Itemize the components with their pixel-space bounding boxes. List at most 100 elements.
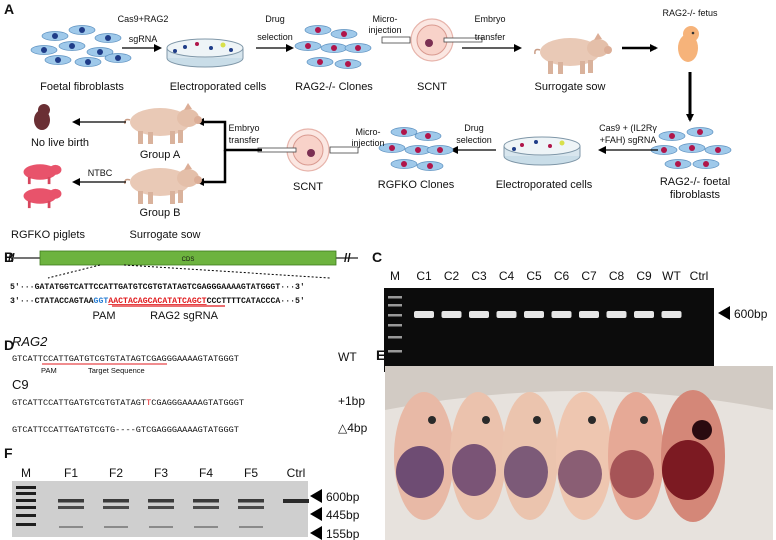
group-b-pig-illustration <box>125 163 202 204</box>
pam-label: PAM <box>92 310 115 322</box>
arrow1-label: Cas9+RAG2 <box>118 14 169 24</box>
panel-label-c: C <box>372 249 382 265</box>
gel-f-ladder-band <box>16 492 36 495</box>
gel-c-band <box>414 311 434 318</box>
rgfko-piglets-illustration <box>24 164 62 208</box>
fetus-illustration <box>678 26 699 62</box>
arrow-to-group-b <box>198 150 225 182</box>
clone-label: C9 <box>12 377 29 392</box>
gel-c-band <box>662 311 682 318</box>
gel-f-arrow-155 <box>310 526 322 540</box>
target-label: Target Sequence <box>88 366 145 375</box>
zoom-line-left <box>48 265 100 278</box>
no-birth-label: No live birth <box>31 137 89 149</box>
gel-f-band <box>238 499 264 503</box>
gel-c <box>384 288 714 372</box>
gel-f-band <box>238 506 264 509</box>
arrow6-label-2: +FAH) sgRNA <box>600 135 657 145</box>
gel-c-lane-label: C2 <box>444 269 460 283</box>
fetus-label: RAG2-/- fetus <box>662 8 718 18</box>
gel-f-band <box>58 499 84 503</box>
deletion-tag: △4bp <box>338 421 368 435</box>
scnt-label: SCNT <box>417 81 447 93</box>
arrow9-label: Embryo <box>228 123 259 133</box>
petri-dish-illustration <box>167 39 243 67</box>
panel-label-e: E <box>376 347 385 363</box>
arrow1-label-2: sgRNA <box>129 34 158 44</box>
scnt-embryo-2-illustration <box>258 129 358 171</box>
gel-f-band <box>104 526 128 528</box>
ins-seq-b: CGAGGGAAAAGTATGGGT <box>151 398 244 408</box>
wt-seq: GTCATTCCATTGATGTCGTGTATAGTCGAGGGAAAAGTAT… <box>12 354 239 364</box>
gel-c-band-arrow <box>718 306 730 320</box>
dead-fetus-illustration <box>34 104 50 130</box>
fibroblast-cells-illustration <box>31 26 131 67</box>
arrow3-label: Micro- <box>373 14 398 24</box>
gel-c-band <box>497 311 517 318</box>
panel-e: E <box>376 347 773 540</box>
gel-c-lane-label: Ctrl <box>690 269 709 283</box>
insertion-seq: GTCATTCCATTGATGTCGTGTATAGTTCGAGGGAAAAGTA… <box>12 398 244 408</box>
gel-f-lane-label: F2 <box>109 466 123 480</box>
gel-f-band <box>103 499 129 503</box>
rgfko-clones-label: RGFKO Clones <box>378 179 455 191</box>
rag2-clones-label: RAG2-/- Clones <box>295 81 373 93</box>
gel-f-band <box>148 506 174 509</box>
gene-label: RAG2 <box>12 334 48 349</box>
rag2-fibroblasts-illustration <box>651 128 731 169</box>
gel-f-label-600: 600bp <box>326 490 360 504</box>
gel-c-lane-label: C4 <box>499 269 515 283</box>
gel-f-ladder-band <box>16 506 36 509</box>
gel-c-lane-label: C1 <box>416 269 432 283</box>
bot-prefix: 3'··· <box>10 296 35 306</box>
bot-seq-a: CTATACCAGTAA <box>35 297 94 306</box>
rag2-fibroblasts-label: RAG2-/- foetal <box>660 176 730 188</box>
wt-tag: WT <box>338 350 357 364</box>
gel-c-band <box>634 311 654 318</box>
gel-f-band <box>59 526 83 528</box>
insertion-tag: +1bp <box>338 394 365 408</box>
arrow3-label-2: injection <box>368 25 401 35</box>
gel-f-band <box>149 526 173 528</box>
panel-b: B // // CDS 5'···GATATGGTCATTCCATTGATGTC… <box>4 249 358 322</box>
gel-c-band <box>524 311 544 318</box>
gel-c-lane-label: C6 <box>554 269 570 283</box>
gel-f-lane-label: Ctrl <box>287 466 306 480</box>
bot-suffix: ···5' <box>280 296 305 306</box>
gel-c-ladder-band <box>388 304 402 307</box>
gel-c-band <box>579 311 599 318</box>
gel-c-band <box>607 311 627 318</box>
bot-pam: GGT <box>94 297 109 306</box>
arrow4-label-2: transfer <box>475 32 506 42</box>
gel-f-band <box>283 499 309 503</box>
panel-label-f: F <box>4 445 13 461</box>
gel-f-band <box>58 506 84 509</box>
gel-f-band <box>194 526 218 528</box>
top-suffix: ···3' <box>280 282 305 292</box>
zoom-line-right <box>124 265 330 278</box>
gel-c-lane-label: C8 <box>609 269 625 283</box>
gel-f-marker-label: M <box>21 466 31 480</box>
gel-c-ladder-band <box>388 296 402 299</box>
fetus-1 <box>394 392 454 520</box>
gel-c-band <box>442 311 462 318</box>
gel-c-lane-label: C9 <box>636 269 652 283</box>
arrow2-label-2: selection <box>257 32 293 42</box>
gel-c-band-label: 600bp <box>734 307 768 321</box>
gel-f-band <box>193 499 219 503</box>
fibroblasts-label: Foetal fibroblasts <box>40 81 124 93</box>
top-strand: 5'···GATATGGTCATTCCATTGATGTCGTGTATAGTCGA… <box>10 282 305 292</box>
gel-c-ladder-band <box>388 350 402 353</box>
deletion-seq: GTCATTCCATTGATGTCGTG----GTCGAGGGAAAAGTAT… <box>12 425 239 435</box>
gel-f-lane-labels: F1F2F3F4F5Ctrl <box>64 466 305 480</box>
arrow9-label-2: transfer <box>229 135 260 145</box>
fetus-5 <box>608 392 664 520</box>
fetus-4 <box>556 392 612 520</box>
gel-f-ladder-band <box>16 514 36 517</box>
gel-c-ladder-band <box>388 314 402 317</box>
gel-c-marker-label: M <box>390 269 400 283</box>
group-a-pig-illustration <box>125 103 202 144</box>
sgrna-label: RAG2 sgRNA <box>150 310 219 322</box>
gel-f-label-445: 445bp <box>326 508 360 522</box>
